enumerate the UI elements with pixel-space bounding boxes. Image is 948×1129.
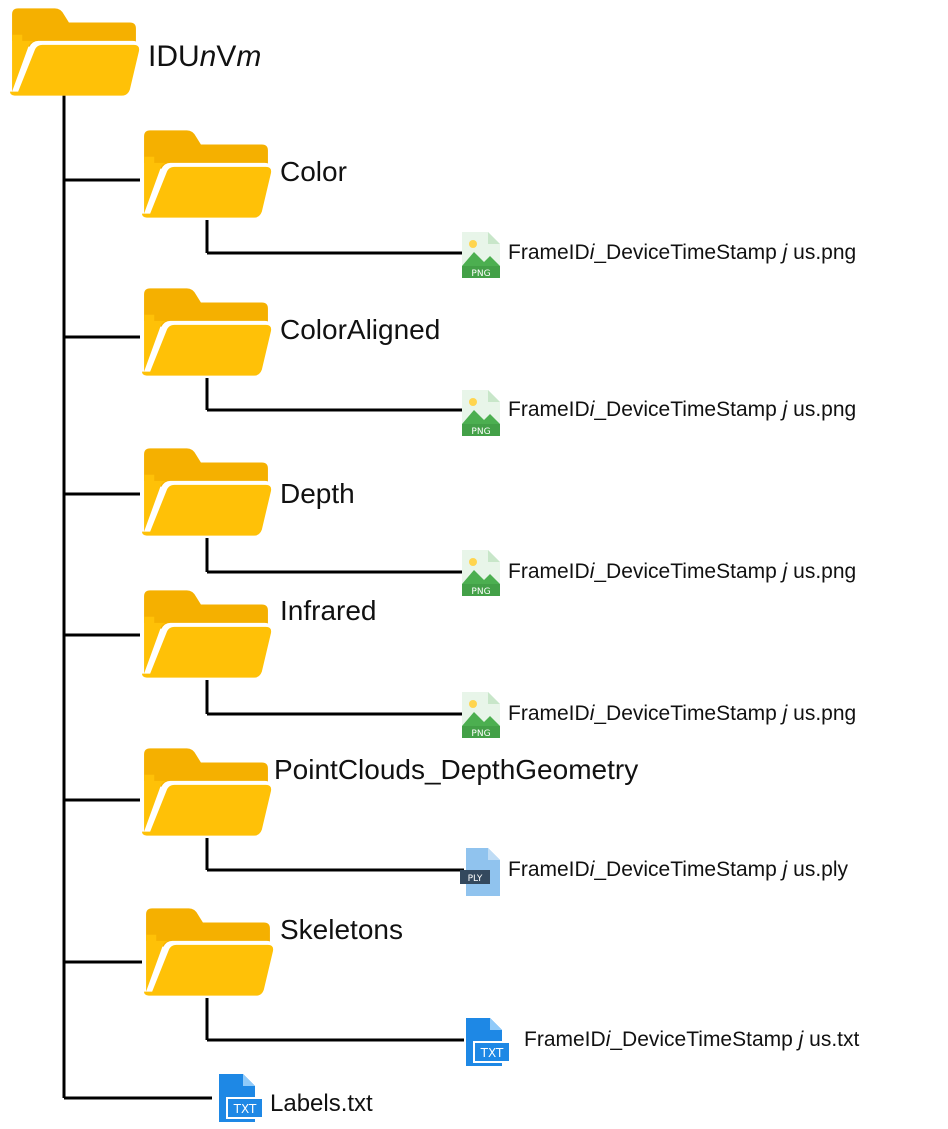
folder-icon [140,286,272,378]
folder-label: PointClouds_DepthGeometry [274,754,639,785]
svg-text:PNG: PNG [471,427,490,437]
ply-file-icon: PLY [460,846,502,898]
svg-text:TXT: TXT [480,1046,504,1060]
root-folder-label: IDUnVm [148,40,262,73]
png-file-icon: PNG [460,230,502,280]
folder-icon [142,906,274,998]
root-folder-icon [8,6,140,98]
txt-file-icon: TXT [213,1072,265,1124]
png-file-icon: PNG [460,388,502,438]
file-label: FrameIDi_DeviceTimeStamp j us.png [508,560,857,583]
file-label: FrameIDi_DeviceTimeStamp j us.png [508,241,857,264]
svg-text:PNG: PNG [471,587,490,597]
svg-text:PNG: PNG [471,269,490,279]
folder-label: Depth [280,478,355,509]
root-file-label: Labels.txt [270,1090,373,1117]
file-label: FrameIDi_DeviceTimeStamp j us.png [508,702,857,725]
folder-icon [140,746,272,838]
file-label: FrameIDi_DeviceTimeStamp j us.ply [508,858,849,881]
svg-text:TXT: TXT [233,1102,257,1116]
folder-label: Infrared [280,595,377,626]
png-file-icon: PNG [460,548,502,598]
folder-icon [140,128,272,220]
folder-label: ColorAligned [280,314,441,345]
file-label: FrameIDi_DeviceTimeStamp j us.txt [524,1028,860,1051]
file-label: FrameIDi_DeviceTimeStamp j us.png [508,398,857,421]
txt-file-icon: TXT [460,1016,512,1068]
svg-text:PNG: PNG [471,729,490,739]
folder-label: Color [280,156,347,187]
png-file-icon: PNG [460,690,502,740]
folder-icon [140,446,272,538]
folder-label: Skeletons [280,914,403,945]
folder-icon [140,588,272,680]
svg-text:PLY: PLY [468,874,483,884]
